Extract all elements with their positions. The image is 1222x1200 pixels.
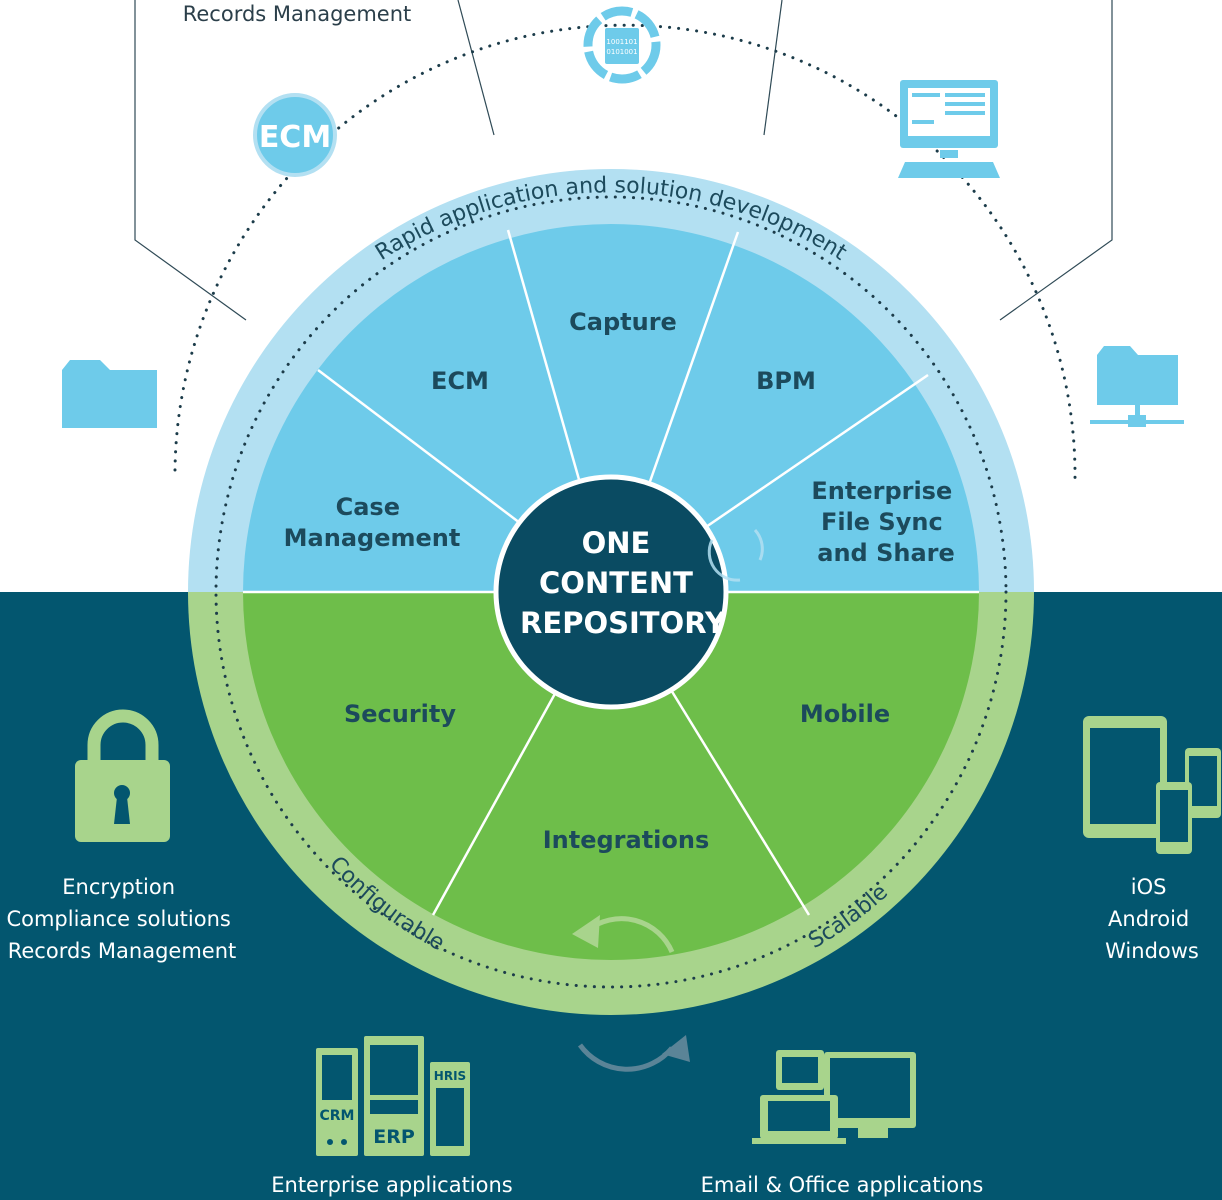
svg-text:ERP: ERP xyxy=(373,1126,415,1148)
inner-dotted-ring xyxy=(214,195,1008,989)
ecm-badge-icon: ECM xyxy=(253,93,337,177)
center-title: ONE CONTENT REPOSITORY xyxy=(520,526,727,640)
svg-text:CRM: CRM xyxy=(320,1108,355,1124)
mobile-caption: iOS Android Windows xyxy=(1105,875,1199,963)
segment-case-management: Case Management xyxy=(284,493,461,552)
enterprise-apps-caption: Enterprise applications xyxy=(271,1173,512,1197)
segment-integrations: Integrations xyxy=(543,826,710,854)
top-caption: Records Management xyxy=(183,2,412,26)
connector-lines xyxy=(134,0,1113,321)
office-apps-caption: Email & Office applications xyxy=(701,1173,984,1197)
desktop-computer-icon xyxy=(898,80,1000,178)
segment-mobile: Mobile xyxy=(800,700,890,728)
segment-security: Security xyxy=(344,700,456,728)
segment-capture: Capture xyxy=(569,308,677,336)
svg-text:ECM: ECM xyxy=(259,120,331,155)
svg-text:0101001: 0101001 xyxy=(606,48,637,56)
office-devices-icon xyxy=(752,1050,916,1144)
padlock-icon xyxy=(75,709,170,842)
network-folder-icon xyxy=(1090,346,1184,427)
server-racks-icon: CRM ERP HRIS xyxy=(316,1036,470,1156)
segment-bpm: BPM xyxy=(756,367,816,395)
center-circle xyxy=(493,474,729,710)
circular-arrow-icon xyxy=(572,915,675,954)
svg-text:1001101: 1001101 xyxy=(606,38,637,46)
folder-icon xyxy=(62,360,157,428)
document-cycle-icon: 1001101 0101001 xyxy=(583,6,661,84)
svg-text:HRIS: HRIS xyxy=(434,1069,466,1083)
segment-ecm: ECM xyxy=(431,367,489,395)
security-caption: Encryption Compliance solutions Records … xyxy=(6,875,237,963)
exchange-arrow-icon xyxy=(577,1035,690,1072)
sync-icon xyxy=(707,528,764,582)
inner-top xyxy=(243,224,979,592)
mobile-devices-icon xyxy=(1083,716,1221,854)
inner-bottom xyxy=(243,592,979,960)
segment-efss: Enterprise File Sync and Share xyxy=(811,477,960,567)
